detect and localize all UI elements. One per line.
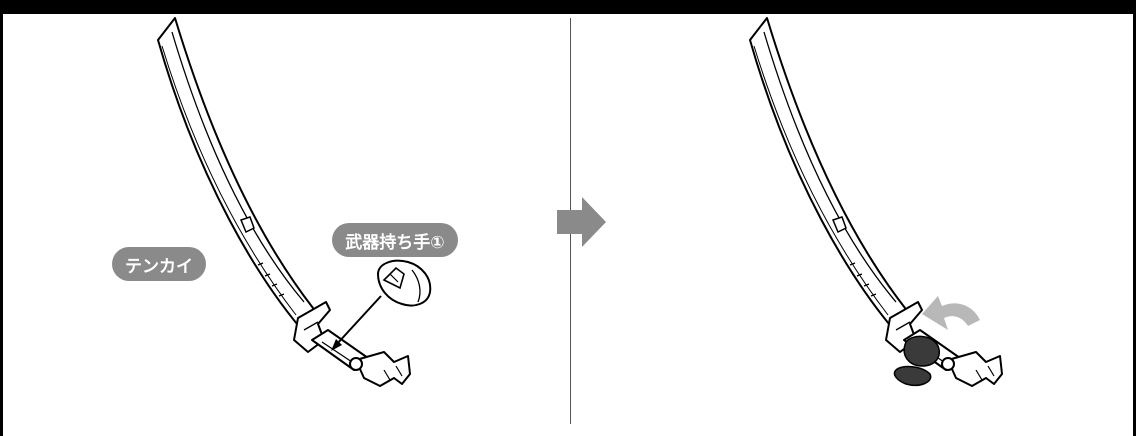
insert-arrow <box>331 295 382 351</box>
sword-right <box>749 17 1003 387</box>
sword-left <box>157 17 411 387</box>
hand-part-label: 武器持ち手① <box>332 223 458 257</box>
right-border <box>1133 14 1136 436</box>
hand-installed <box>893 335 940 386</box>
weapon-name-label: テンカイ <box>112 247 206 281</box>
hand-part <box>376 259 432 307</box>
rotate-arrow-icon <box>922 296 980 330</box>
top-border <box>0 0 1136 14</box>
arrow-right-icon <box>557 197 606 247</box>
left-border <box>0 14 3 436</box>
